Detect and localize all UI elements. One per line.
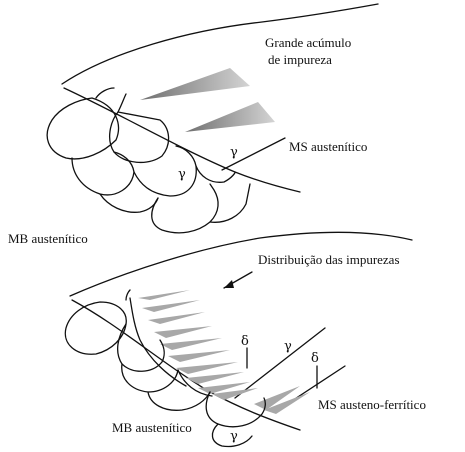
impurity-spike-top-2 [185, 102, 275, 132]
bottom-panel: Distribuição das impurezas MS austeno-fe… [65, 232, 426, 446]
impurity-spike-top-1 [140, 68, 250, 100]
impurity-spike [154, 326, 212, 338]
grain [122, 364, 178, 392]
grain-boundary [96, 88, 114, 98]
grain [148, 392, 210, 410]
impurity-spike [176, 362, 238, 374]
bottom-gamma-2: γ [230, 429, 238, 444]
grain [134, 146, 196, 196]
bottom-delta-1: δ [241, 334, 249, 349]
bottom-gamma-1: γ [284, 339, 292, 354]
grain [110, 112, 169, 162]
impurity-spike [160, 338, 222, 350]
grain [47, 98, 118, 159]
top-mb-label: MB austenítico [8, 231, 88, 246]
grain [100, 194, 158, 212]
impurity-spike [186, 372, 244, 384]
distribution-arrow [224, 272, 252, 288]
grain-boundary [126, 290, 130, 300]
grain [210, 184, 250, 222]
impurity-label-line1: Grande acúmulo [265, 35, 351, 50]
grain [196, 166, 235, 182]
impurity-spike [138, 290, 190, 300]
bottom-ms-label: MS austeno-ferrítico [318, 397, 426, 412]
top-base-metal-grains [47, 88, 250, 233]
top-ms-label: MS austenítico [289, 139, 367, 154]
impurity-spike [142, 300, 200, 312]
impurity-spike [148, 312, 205, 324]
distribution-label: Distribuição das impurezas [258, 252, 400, 267]
impurity-spike [168, 350, 230, 362]
grain-boundary [118, 94, 126, 112]
grain [152, 184, 218, 233]
top-gamma-2: γ [230, 145, 238, 160]
bottom-delta-2: δ [311, 351, 319, 366]
bottom-mb-label: MB austenítico [112, 420, 192, 435]
impurity-label-line2: de impureza [268, 52, 332, 67]
top-panel: Grande acúmulo de impureza MS austenític… [8, 4, 378, 246]
top-gamma-1: γ [178, 167, 186, 182]
